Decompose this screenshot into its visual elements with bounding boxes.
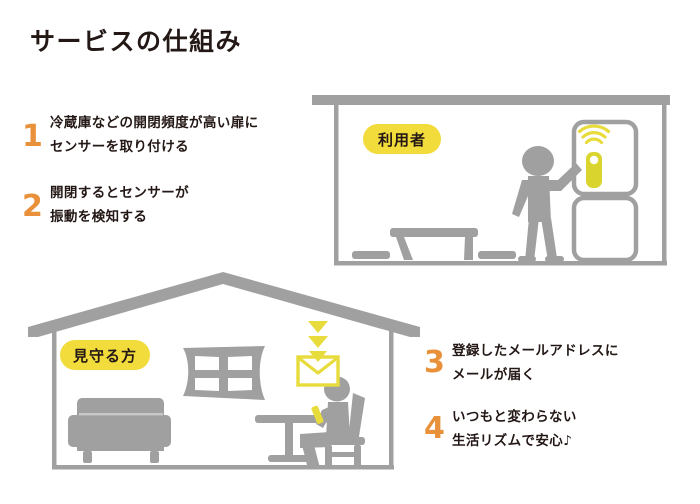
step-number-3: 3 [424, 345, 445, 380]
step-4-line-2: 生活リズムで安心♪ [452, 432, 573, 449]
step-number-2: 2 [22, 189, 43, 224]
step-item-3: 3 登録したメールアドレスに メールが届く [424, 340, 619, 387]
step-text-1: 冷蔵庫などの開閉頻度が高い扉に センサーを取り付ける [50, 112, 259, 159]
room-floor [334, 261, 667, 266]
badge-user: 利用者 [363, 124, 441, 154]
signal-arrow-2 [308, 336, 328, 348]
step-4-line-1: いつもと変わらない [452, 409, 577, 425]
picnic-table [390, 228, 478, 260]
smartphone [311, 405, 324, 424]
page-title: サービスの仕組み [30, 27, 243, 56]
step-text-2: 開閉するとセンサーが 振動を検知する [50, 182, 189, 229]
signal-arrows [308, 321, 328, 362]
house-floor [52, 465, 394, 470]
step-text-4: いつもと変わらない 生活リズムで安心♪ [452, 406, 577, 453]
signal-arrow-1 [308, 321, 328, 333]
chair [323, 393, 365, 469]
step-text-3: 登録したメールアドレスに メールが届く [452, 340, 619, 387]
badge-watcher: 見守る方 [60, 340, 150, 370]
bottom-scene-house [28, 272, 420, 470]
step-3-line-1: 登録したメールアドレスに [452, 343, 619, 359]
roof-right-slope [223, 272, 420, 337]
bench-right [478, 251, 516, 259]
wifi-signal-icon [577, 124, 611, 145]
bench-left [352, 251, 390, 259]
step-3-line-2: メールが届く [452, 366, 536, 383]
sofa [68, 398, 171, 463]
room-right-wall [662, 105, 667, 261]
standing-person [512, 146, 582, 262]
house-left-wall [52, 330, 57, 469]
step-1-line-2: センサーを取り付ける [50, 138, 189, 155]
step-item-2: 2 開閉するとセンサーが 振動を検知する [22, 182, 189, 229]
step-number-1: 1 [22, 119, 43, 154]
door-sensor [586, 152, 602, 188]
step-1-line-1: 冷蔵庫などの開閉頻度が高い扉に [50, 115, 259, 131]
top-scene-kitchen [312, 95, 670, 266]
room-left-wall [334, 105, 339, 261]
signal-arrow-3 [309, 351, 327, 362]
roof-left-slope [28, 272, 223, 337]
refrigerator [571, 119, 639, 263]
step-2-line-2: 振動を検知する [50, 208, 148, 225]
house-right-wall [389, 330, 394, 469]
ceiling-beam [312, 95, 670, 105]
desk [255, 415, 328, 462]
step-item-1: 1 冷蔵庫などの開閉頻度が高い扉に センサーを取り付ける [22, 112, 259, 159]
seated-person [300, 376, 350, 469]
step-item-4: 4 いつもと変わらない 生活リズムで安心♪ [424, 406, 577, 453]
window [183, 346, 265, 400]
step-number-4: 4 [424, 411, 445, 446]
step-2-line-1: 開閉するとセンサーが [50, 185, 189, 201]
